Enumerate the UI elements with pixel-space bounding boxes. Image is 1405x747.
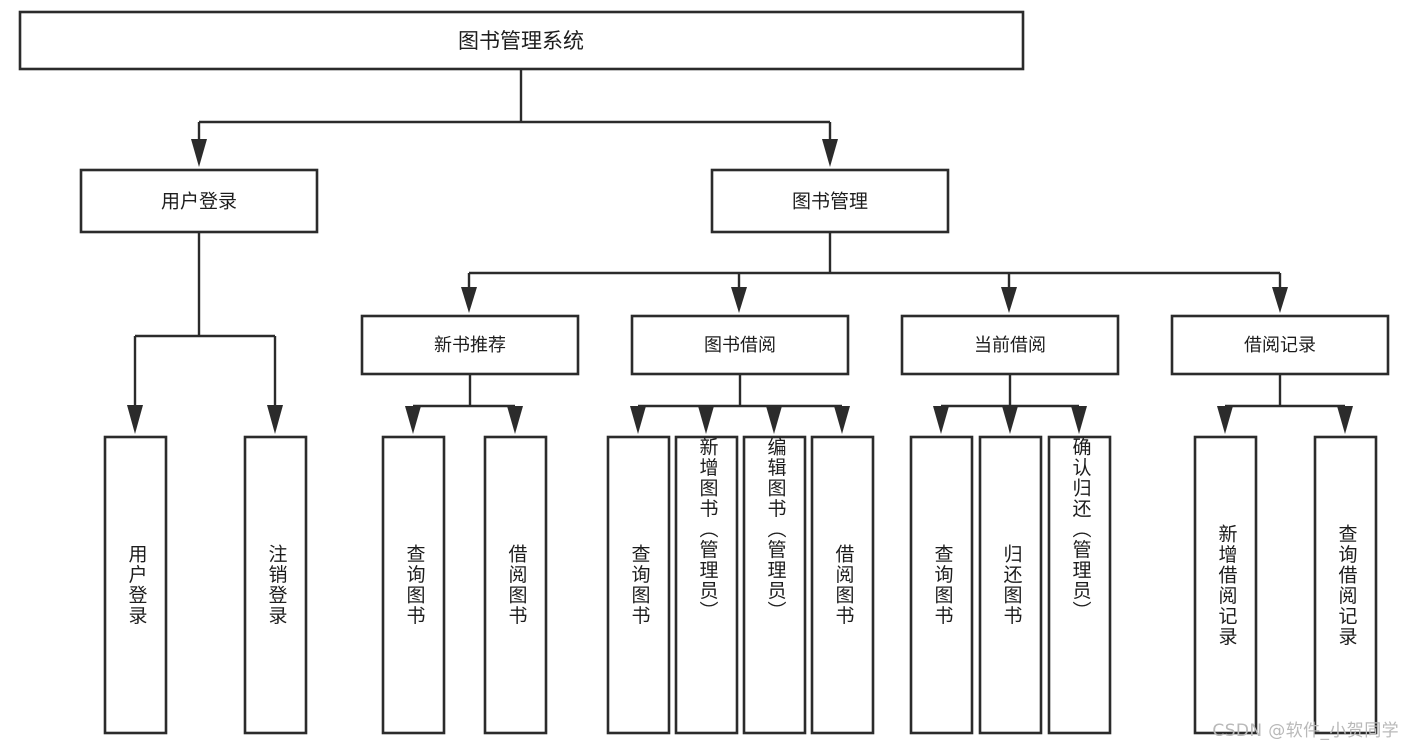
leaf-box-borrow-records-1[interactable]	[1193, 435, 1258, 735]
arrow-head-book-borrow-leaf-2	[698, 406, 714, 434]
arrow-head-book-borrow-leaf-4	[834, 406, 850, 434]
arrow-head-to-user-login	[191, 139, 207, 167]
node-root-box[interactable]	[18, 10, 1025, 71]
node-book-borrow-label: 图书借阅	[704, 335, 776, 356]
arrow-head-user-login-leaf-1	[127, 405, 143, 434]
leaf-box-book-borrow-1[interactable]	[606, 435, 671, 735]
arrow-head-new-book-leaf-2	[507, 406, 523, 434]
leaf-box-new-book-1[interactable]	[381, 435, 446, 735]
arrow-head-new-book-leaf-1	[405, 406, 421, 434]
leaf-box-current-borrow-1[interactable]	[909, 435, 974, 735]
arrow-head-book-borrow-leaf-1	[630, 406, 646, 434]
node-book-borrow-box[interactable]	[630, 314, 850, 376]
leaf-box-current-borrow-3[interactable]	[1047, 435, 1112, 735]
arrow-head-to-book-borrow	[731, 287, 747, 313]
leaf-box-user-login-2[interactable]	[243, 435, 308, 735]
csdn-watermark: CSDN @软件_小贺同学	[1212, 721, 1399, 741]
arrow-head-current-borrow-leaf-2	[1002, 406, 1018, 434]
arrow-head-borrow-records-leaf-2	[1337, 406, 1353, 434]
node-book-manage-label: 图书管理	[792, 191, 868, 213]
arrow-head-user-login-leaf-2	[267, 405, 283, 434]
leaf-box-new-book-2[interactable]	[483, 435, 548, 735]
leaf-box-user-login-1[interactable]	[103, 435, 168, 735]
node-current-borrow-box[interactable]	[900, 314, 1120, 376]
arrow-head-to-borrow-records	[1272, 287, 1288, 313]
arrow-head-to-new-book	[461, 287, 477, 313]
arrow-head-to-book-manage	[822, 139, 838, 167]
arrow-head-to-current-borrow	[1001, 287, 1017, 313]
arrow-head-book-borrow-leaf-3	[766, 406, 782, 434]
node-borrow-records-box[interactable]	[1170, 314, 1390, 376]
node-new-book-label: 新书推荐	[434, 335, 506, 356]
node-borrow-records-label: 借阅记录	[1244, 335, 1316, 356]
leaf-box-book-borrow-4[interactable]	[810, 435, 875, 735]
arrow-head-borrow-records-leaf-1	[1217, 406, 1233, 434]
leaf-box-book-borrow-2[interactable]	[674, 435, 739, 735]
arrow-head-current-borrow-leaf-1	[933, 406, 949, 434]
node-root-label: 图书管理系统	[458, 29, 584, 53]
node-book-manage-box[interactable]	[710, 168, 950, 234]
leaf-box-current-borrow-2[interactable]	[978, 435, 1043, 735]
leaf-box-borrow-records-2[interactable]	[1313, 435, 1378, 735]
node-user-login-label: 用户登录	[161, 191, 237, 213]
leaf-box-book-borrow-3[interactable]	[742, 435, 807, 735]
arrow-head-current-borrow-leaf-3	[1071, 406, 1087, 434]
node-new-book-box[interactable]	[360, 314, 580, 376]
node-current-borrow-label: 当前借阅	[974, 335, 1046, 356]
